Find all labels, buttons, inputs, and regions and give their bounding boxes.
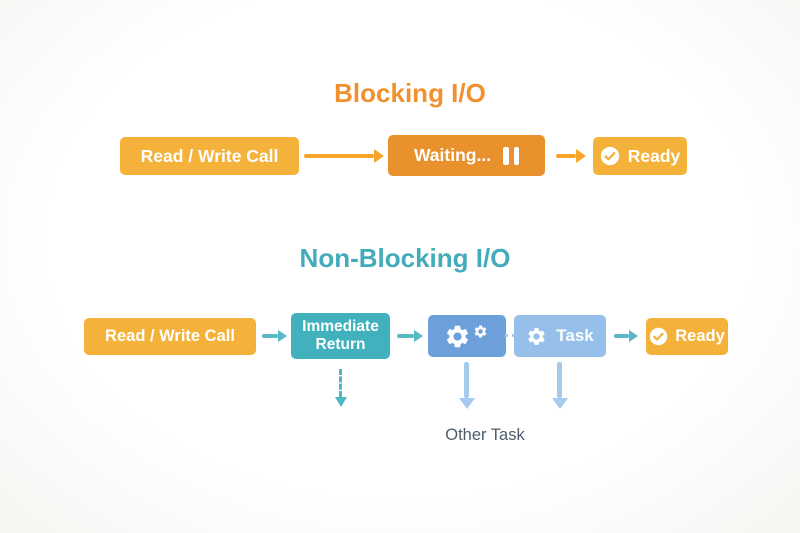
other-task-label: Other Task (445, 426, 525, 444)
arrow-read-to-waiting (304, 154, 374, 158)
non-blocking-io-title: Non-Blocking I/O (299, 243, 511, 273)
node-label: Ready (675, 327, 725, 345)
arrow-waiting-to-ready (556, 154, 576, 158)
node-waiting: Waiting... (388, 135, 545, 176)
blocking-io-title: Blocking I/O (334, 78, 486, 108)
check-circle-icon (649, 327, 668, 346)
dotted-connector-processing-to-task (505, 334, 515, 337)
gear-icon-small (473, 324, 488, 339)
node-label: Ready (627, 145, 681, 166)
pause-icon (503, 146, 520, 165)
dashed-down-arrow-immediate-return (334, 369, 347, 407)
node-nonblocking-read-write-call: Read / Write Call (84, 318, 256, 355)
node-task: Task (514, 315, 606, 357)
down-arrow-task (557, 362, 562, 398)
gear-icon (444, 323, 471, 350)
node-nonblocking-ready: Ready (646, 318, 728, 355)
node-immediate-return: Immediate Return (291, 313, 390, 359)
arrow-immediate-to-processing (397, 334, 414, 338)
node-label: Task (556, 326, 594, 345)
node-blocking-ready: Ready (593, 137, 687, 175)
node-label: Waiting... (413, 145, 492, 165)
check-circle-icon (600, 146, 620, 166)
node-label: Read / Write Call (140, 145, 279, 166)
node-processing (428, 315, 506, 357)
down-arrow-processing (464, 362, 469, 398)
node-label: Immediate Return (302, 318, 379, 353)
gear-icon (526, 326, 547, 347)
arrow-task-to-ready (614, 334, 629, 338)
node-blocking-read-write-call: Read / Write Call (120, 137, 299, 175)
node-label: Read / Write Call (105, 327, 235, 345)
arrow-read-to-immediate (262, 334, 278, 338)
